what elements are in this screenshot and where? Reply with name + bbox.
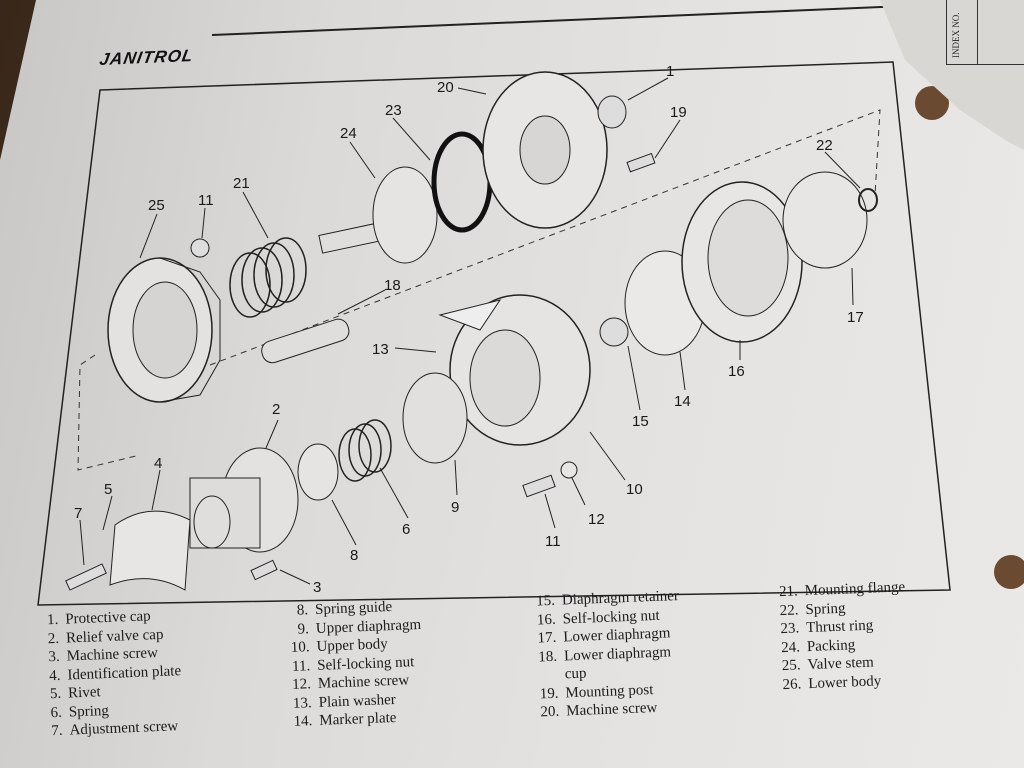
callout-12: 11 (545, 533, 561, 550)
mounting-post-part (261, 318, 350, 364)
identification-plate-part (109, 510, 191, 591)
callout-2: 2 (272, 401, 280, 418)
callout-18: 17 (847, 309, 864, 326)
callout-10: 10 (626, 481, 643, 498)
legend-column-2: 8.Spring guide 9.Upper diaphragm 10.Uppe… (278, 597, 425, 732)
legend-column-4: 21.Mounting flange 22.Spring 23.Thrust r… (767, 578, 909, 694)
callout-9: 9 (451, 499, 459, 516)
lower-body-part (107, 257, 221, 403)
mounting-flange-part (482, 71, 608, 229)
callout-8: 8 (350, 547, 358, 564)
spring-guide-part (297, 443, 339, 501)
callout-6: 6 (402, 521, 410, 538)
legend-column-3: 15.Diaphragm retainer 16.Self-locking nu… (525, 587, 684, 722)
callout-16: 15 (632, 413, 649, 430)
punch-hole (994, 555, 1024, 589)
callout-26: 25 (148, 197, 165, 214)
self-locking-nut-part (599, 317, 629, 347)
callout-22: 21 (233, 175, 250, 192)
lower-diaphragm-part (681, 181, 803, 343)
assembly-line (77, 354, 141, 471)
washer-part (560, 461, 578, 479)
callout-7: 7 (74, 505, 82, 522)
valve-stem-part (318, 166, 438, 264)
upper-diaphragm-part (402, 372, 468, 464)
callout-19: 18 (384, 277, 401, 294)
callout-17: 16 (728, 363, 745, 380)
nut-part (190, 238, 210, 258)
packing-part (431, 131, 493, 233)
machine-screw-part (250, 559, 278, 581)
figure-frame (37, 61, 951, 606)
index-header: INDEX NO. (951, 12, 961, 58)
spring-part (229, 237, 307, 318)
spring-part-6 (338, 419, 392, 482)
relief-valve-cap-part (189, 447, 299, 553)
callout-13: 12 (588, 511, 605, 528)
callout-1: 1 (666, 63, 674, 80)
assembly-line (209, 109, 881, 366)
legend-column-1: 1.Protective cap 2.Relief valve cap 3.Ma… (28, 606, 184, 741)
callout-25: 24 (340, 125, 357, 142)
lower-diaphragm-cup-part (782, 171, 868, 269)
callout-14: 13 (372, 341, 389, 358)
callout-15: 14 (674, 393, 691, 410)
callout-24: 23 (385, 102, 402, 119)
callout-5: 5 (104, 481, 112, 498)
index-table (946, 0, 1024, 65)
machine-screw-12 (522, 474, 556, 498)
screw-part (626, 152, 656, 173)
cap-part (597, 95, 627, 129)
callout-11: 11 (198, 192, 214, 209)
callout-20: 19 (670, 104, 687, 121)
callout-23: 22 (816, 137, 833, 154)
callout-3: 3 (313, 579, 321, 596)
callout-21: 20 (437, 79, 454, 96)
thrust-ring-part (858, 188, 878, 212)
upper-body-part (438, 294, 591, 446)
adjustment-screw-part (65, 563, 107, 591)
legend-item: 26.Lower body (782, 672, 882, 693)
callout-4: 4 (154, 455, 162, 472)
